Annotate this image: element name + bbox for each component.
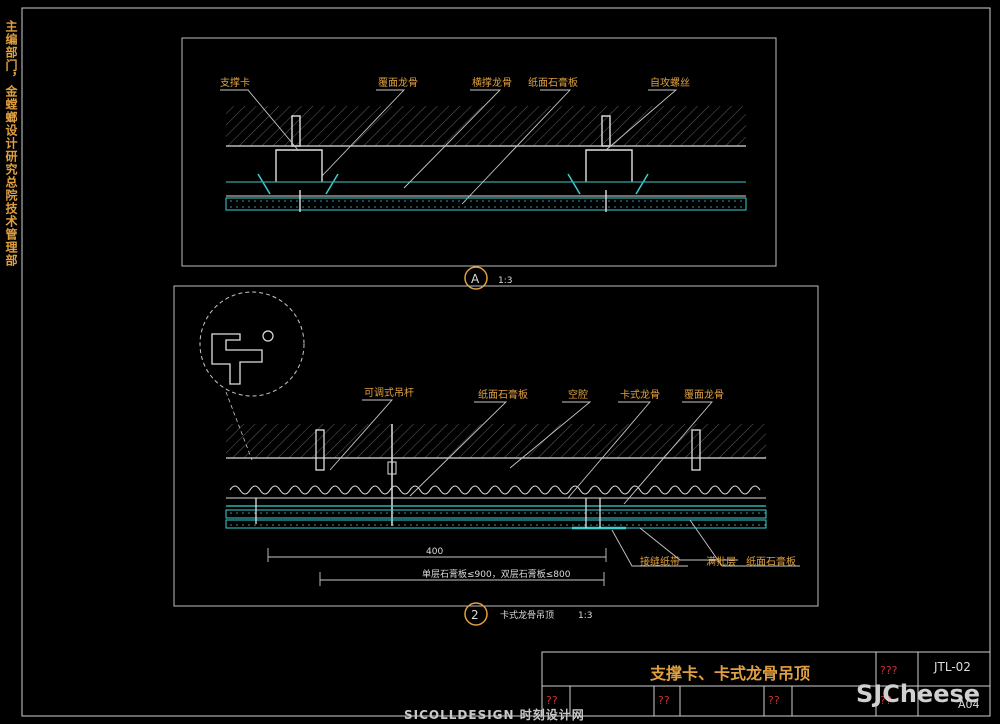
side-note: 主编部门，金螳螂设计研究总院技术管理部: [4, 20, 18, 267]
section-2-title: 卡式龙骨吊顶: [500, 609, 554, 621]
label-a-3: 纸面石膏板: [528, 76, 578, 89]
scale-a: 1:3: [498, 276, 512, 286]
label-2-bottom-2: 纸面石膏板: [746, 555, 796, 568]
detail-a: 支撑卡 覆面龙骨 横撑龙骨 纸面石膏板 自攻螺丝 A 1:3: [181, 37, 777, 290]
label-2-top-2: 空腔: [568, 388, 588, 401]
qmark-4: ??: [880, 694, 892, 707]
dim-400: 400: [426, 547, 443, 557]
gypsum-board-2a: [225, 509, 767, 519]
dim-lines: [267, 548, 607, 586]
slab-hatch-2: [226, 424, 766, 458]
gypsum-board-2b: [225, 519, 767, 529]
marker-2-circle: [464, 602, 488, 626]
watermark-left: SICOLLDESIGN 时刻设计网: [404, 708, 585, 722]
slab-hatch-a: [226, 106, 746, 146]
support-clip-right: [585, 115, 633, 182]
label-2-top-4: 覆面龙骨: [684, 388, 724, 401]
marker-a: A: [471, 272, 480, 286]
qmark-3: ??: [768, 694, 780, 707]
label-a-2: 横撑龙骨: [472, 76, 512, 89]
label-a-1: 覆面龙骨: [378, 76, 418, 89]
zoom-bubble: [199, 291, 305, 397]
dim-note: 单层石膏板≤900，双层石膏板≤800: [422, 568, 571, 580]
label-2-top-3: 卡式龙骨: [620, 388, 660, 401]
gypsum-board-a: [225, 197, 747, 211]
qmark-1: ??: [546, 694, 558, 707]
label-a-0: 支撑卡: [220, 76, 250, 89]
label-2-top-1: 纸面石膏板: [478, 388, 528, 401]
label-2-bottom-0: 接缝纸带: [640, 555, 680, 568]
detail-2-frame: [173, 285, 819, 607]
detail-a-frame: [181, 37, 777, 267]
drawing-title: 支撑卡、卡式龙骨吊顶: [649, 664, 810, 683]
page-number: A04: [958, 698, 980, 711]
anchors-2: [315, 429, 701, 471]
marker-a-circle: [464, 266, 488, 290]
detail-2: 可调式吊杆 纸面石膏板 空腔 卡式龙骨 覆面龙骨 接缝纸带 满批层 纸面石膏板 …: [173, 285, 819, 626]
label-2-top-0: 可调式吊杆: [364, 386, 414, 399]
qmark-2: ??: [658, 694, 670, 707]
marker-2: 2: [471, 608, 479, 622]
title-block-frame: [541, 651, 991, 717]
qmark-0: ???: [880, 664, 898, 677]
drawing-code: JTL-02: [934, 660, 971, 674]
support-clip-left: [275, 115, 323, 182]
cross-channels-a: [257, 173, 649, 195]
label-2-bottom-1: 满批层: [706, 555, 736, 568]
watermark-right: SJCheese: [856, 680, 981, 708]
clip-runner: [229, 485, 761, 495]
scale-2: 1:3: [578, 611, 592, 621]
clip-profile: [211, 333, 263, 385]
label-a-4: 自攻螺丝: [650, 76, 690, 89]
sheet-frame: [21, 7, 991, 717]
